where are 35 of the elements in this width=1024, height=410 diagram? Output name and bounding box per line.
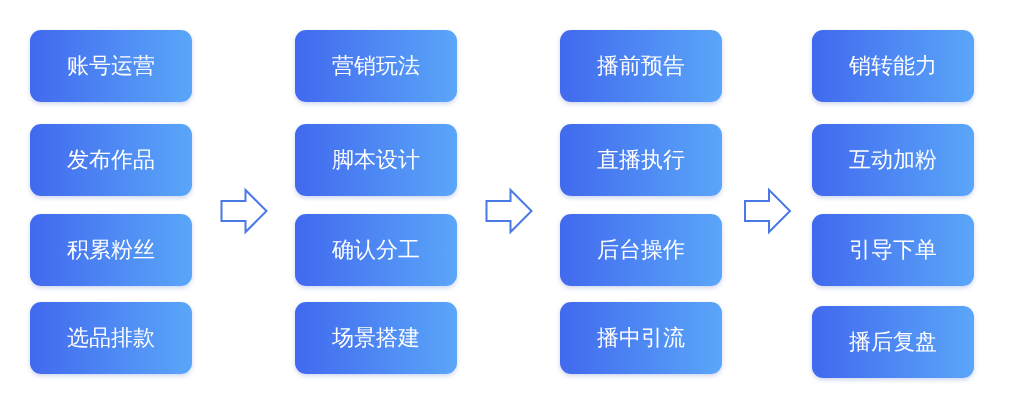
- box-label: 积累粉丝: [67, 236, 155, 264]
- box-label: 播后复盘: [849, 328, 937, 356]
- block-arrow: [744, 187, 792, 235]
- process-box: [295, 214, 457, 286]
- box-label: 互动加粉: [849, 146, 937, 174]
- box-label: 后台操作: [597, 236, 685, 264]
- process-box: [560, 124, 722, 196]
- process-box: [30, 214, 192, 286]
- box-label: 营销玩法: [332, 52, 420, 80]
- box-label: 播中引流: [597, 324, 685, 352]
- process-box: [560, 214, 722, 286]
- box-label: 引导下单: [849, 236, 937, 264]
- process-box: [812, 214, 974, 286]
- box-label: 选品排款: [67, 324, 155, 352]
- box-label: 直播执行: [597, 146, 685, 174]
- box-label: 销转能力: [849, 52, 937, 80]
- process-box: [560, 302, 722, 374]
- box-label: 账号运营: [67, 52, 155, 80]
- box-label: 场景搭建: [332, 324, 420, 352]
- block-arrow: [485, 187, 533, 235]
- process-box: [30, 302, 192, 374]
- box-label: 发布作品: [67, 146, 155, 174]
- process-box: [295, 30, 457, 102]
- process-box: [30, 124, 192, 196]
- process-box: [812, 306, 974, 378]
- process-box: [560, 30, 722, 102]
- process-box: [30, 30, 192, 102]
- process-box: [812, 30, 974, 102]
- block-arrow: [220, 187, 268, 235]
- box-label: 脚本设计: [332, 146, 420, 174]
- process-box: [295, 302, 457, 374]
- process-box: [812, 124, 974, 196]
- box-label: 播前预告: [597, 52, 685, 80]
- process-box: [295, 124, 457, 196]
- box-label: 确认分工: [332, 236, 420, 264]
